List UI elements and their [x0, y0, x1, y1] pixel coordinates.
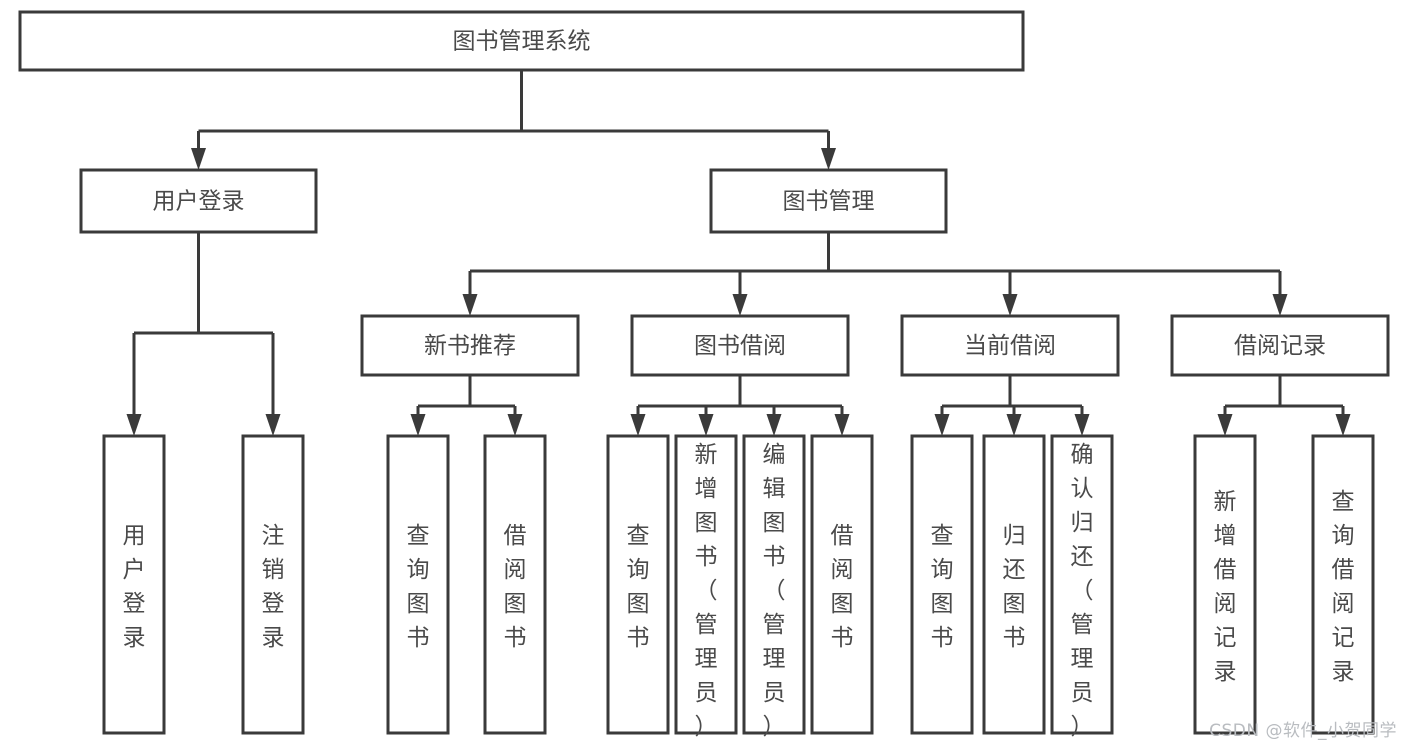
node-box[interactable]: [630, 314, 850, 377]
arrow-head-icon: [821, 148, 836, 170]
node-box[interactable]: [483, 434, 547, 735]
node-records-1[interactable]: 新增借阅记录: [1193, 434, 1257, 735]
node-box[interactable]: [1170, 314, 1390, 377]
node-label: 确认归还（管理员）: [1071, 442, 1094, 740]
node-box[interactable]: [102, 434, 166, 735]
arrow-head-icon: [1335, 414, 1351, 436]
arrow-head-icon: [265, 414, 281, 436]
node-label: 新增图书（管理员）: [695, 442, 718, 740]
node-box[interactable]: [1050, 434, 1114, 735]
node-label: 查询图书: [931, 523, 954, 651]
arrow-head-icon: [698, 414, 714, 436]
node-label: 新增借阅记录: [1214, 489, 1237, 685]
arrow-head-icon: [1217, 414, 1233, 436]
node-box[interactable]: [910, 434, 974, 735]
node-label: 借阅图书: [504, 523, 527, 651]
node-label: 图书管理: [783, 189, 875, 215]
arrow-head-icon: [732, 294, 748, 316]
arrow-head-icon: [126, 414, 142, 436]
node-label: 归还图书: [1003, 523, 1026, 651]
arrow-head-icon: [507, 414, 523, 436]
node-login[interactable]: 用户登录: [79, 168, 318, 234]
node-newbook[interactable]: 新书推荐: [360, 314, 580, 377]
node-box[interactable]: [18, 10, 1025, 72]
node-label: 借阅图书: [831, 523, 854, 651]
node-borrow[interactable]: 图书借阅: [630, 314, 850, 377]
arrow-head-icon: [191, 148, 206, 170]
node-box[interactable]: [810, 434, 874, 735]
connector-group: [1217, 375, 1351, 436]
node-records-2[interactable]: 查询借阅记录: [1311, 434, 1375, 735]
node-borrow-2[interactable]: 新增图书（管理员）: [674, 434, 738, 740]
node-current-1[interactable]: 查询图书: [910, 434, 974, 735]
node-label: 编辑图书（管理员）: [763, 442, 786, 740]
node-current[interactable]: 当前借阅: [900, 314, 1120, 377]
node-label: 图书借阅: [694, 333, 786, 359]
node-current-2[interactable]: 归还图书: [982, 434, 1046, 735]
connector-group: [462, 232, 1288, 316]
connector-group: [934, 375, 1090, 436]
node-box[interactable]: [674, 434, 738, 735]
node-newbook-2[interactable]: 借阅图书: [483, 434, 547, 735]
node-box[interactable]: [360, 314, 580, 377]
connector-layer: [126, 70, 1351, 436]
node-box[interactable]: [1311, 434, 1375, 735]
arrow-head-icon: [934, 414, 950, 436]
arrow-head-icon: [766, 414, 782, 436]
node-box[interactable]: [241, 434, 305, 735]
node-label: 查询图书: [627, 523, 650, 651]
node-label: 新书推荐: [424, 333, 516, 359]
arrow-head-icon: [462, 294, 478, 316]
node-box[interactable]: [1193, 434, 1257, 735]
arrow-head-icon: [1002, 294, 1018, 316]
node-newbook-1[interactable]: 查询图书: [386, 434, 450, 735]
node-login-1[interactable]: 用户登录: [102, 434, 166, 735]
node-layer: 图书管理系统用户登录图书管理新书推荐图书借阅当前借阅借阅记录用户登录注销登录查询…: [18, 10, 1390, 740]
node-label: 用户登录: [123, 523, 146, 651]
node-borrow-1[interactable]: 查询图书: [606, 434, 670, 735]
node-root[interactable]: 图书管理系统: [18, 10, 1025, 72]
arrow-head-icon: [1074, 414, 1090, 436]
node-box[interactable]: [79, 168, 318, 234]
node-borrow-3[interactable]: 编辑图书（管理员）: [742, 434, 806, 740]
arrow-head-icon: [1272, 294, 1288, 316]
node-box[interactable]: [982, 434, 1046, 735]
node-box[interactable]: [709, 168, 948, 234]
node-box[interactable]: [606, 434, 670, 735]
node-label: 注销登录: [262, 523, 285, 651]
node-label: 当前借阅: [964, 333, 1056, 359]
node-current-3[interactable]: 确认归还（管理员）: [1050, 434, 1114, 740]
node-box[interactable]: [386, 434, 450, 735]
connector-group: [630, 375, 850, 436]
node-bookmgmt[interactable]: 图书管理: [709, 168, 948, 234]
arrow-head-icon: [410, 414, 426, 436]
node-label: 查询借阅记录: [1332, 489, 1355, 685]
connector-group: [126, 232, 281, 436]
node-label: 用户登录: [153, 189, 245, 215]
node-box[interactable]: [742, 434, 806, 735]
node-label: 借阅记录: [1234, 333, 1326, 359]
node-login-2[interactable]: 注销登录: [241, 434, 305, 735]
connector-group: [410, 375, 523, 436]
node-label: 图书管理系统: [453, 29, 591, 55]
node-records[interactable]: 借阅记录: [1170, 314, 1390, 377]
arrow-head-icon: [834, 414, 850, 436]
node-label: 查询图书: [407, 523, 430, 651]
node-borrow-4[interactable]: 借阅图书: [810, 434, 874, 735]
arrow-head-icon: [630, 414, 646, 436]
node-box[interactable]: [900, 314, 1120, 377]
arrow-head-icon: [1006, 414, 1022, 436]
connector-group: [191, 70, 836, 170]
